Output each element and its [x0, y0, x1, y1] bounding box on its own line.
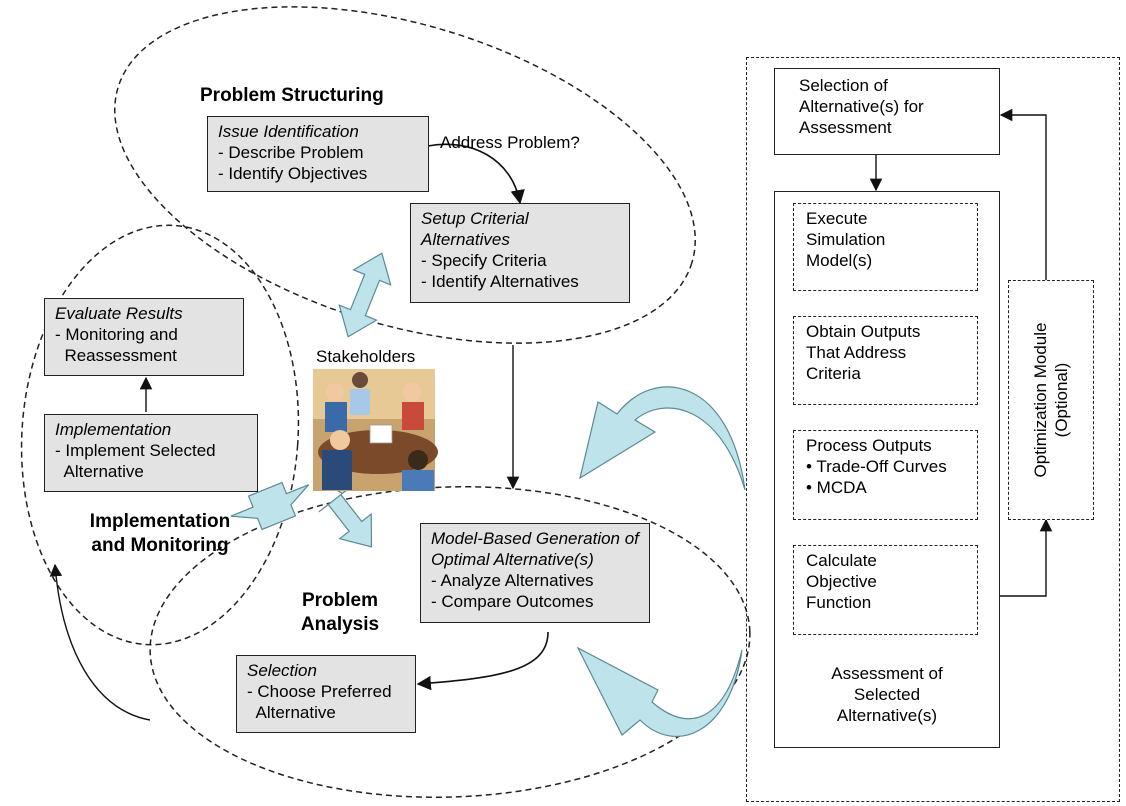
step-1-line-3: Model(s)	[806, 251, 873, 270]
arrow-assessment-to-optimization	[1000, 518, 1053, 597]
double-arrow-structuring-stakeholders	[338, 252, 392, 338]
stakeholders-illustration	[313, 369, 438, 491]
problem-analysis-heading-line-1: Problem	[301, 590, 379, 611]
obtain-outputs-box: Obtain Outputs That Address Criteria	[793, 316, 978, 405]
selection-assessment-line-1: Selection of	[799, 76, 888, 95]
step-3-line-2: • Trade-Off Curves	[806, 457, 947, 476]
setup-criteria-title-1: Setup Criterial	[421, 209, 529, 228]
model-based-line-1: - Analyze Alternatives	[431, 571, 594, 590]
arrow-analysis-to-implementation	[49, 563, 151, 721]
implementation-monitoring-heading: Implementation and Monitoring	[65, 510, 255, 558]
problem-structuring-heading: Problem Structuring	[200, 85, 384, 106]
double-arrow-stakeholders-analysis	[318, 478, 373, 548]
step-1-line-2: Simulation	[806, 230, 886, 249]
step-4-line-1: Calculate	[806, 551, 877, 570]
optimization-line-1: Optimization Module	[1031, 322, 1050, 478]
assessment-caption-line-3: Alternative(s)	[836, 706, 938, 725]
implementation-heading-line-2: and Monitoring	[91, 535, 229, 556]
issue-identification-line-2: - Identify Objectives	[218, 164, 368, 183]
selection-title: Selection	[247, 661, 317, 680]
curved-arrow-lower	[576, 646, 743, 737]
model-based-title-1: Model-Based Generation of	[431, 529, 639, 548]
step-2-line-2: That Address	[806, 343, 907, 362]
selection-assessment-line-3: Assessment	[799, 118, 892, 137]
setup-criteria-line-2: - Identify Alternatives	[421, 272, 579, 291]
step-2-line-3: Criteria	[806, 364, 861, 383]
selection-line-2: Alternative	[247, 703, 336, 722]
setup-criteria-title-2: Alternatives	[421, 230, 510, 249]
setup-criteria-box: Setup Criterial Alternatives - Specify C…	[410, 203, 630, 303]
arrow-address-problem	[427, 143, 525, 205]
step-3-line-1: Process Outputs	[806, 436, 932, 455]
evaluate-results-box: Evaluate Results - Monitoring and Reasse…	[44, 298, 244, 376]
problem-analysis-ellipse	[149, 485, 751, 799]
selection-box: Selection - Choose Preferred Alternative	[236, 655, 416, 733]
implementation-ellipse	[20, 224, 300, 646]
optimization-module-label: Optimization Module (Optional)	[1030, 280, 1072, 520]
optimization-line-2: (Optional)	[1052, 362, 1071, 438]
setup-criteria-line-1: - Specify Criteria	[421, 251, 547, 270]
double-arrow-stakeholders-implementation	[230, 481, 310, 531]
calculate-objective-box: Calculate Objective Function	[793, 545, 978, 635]
curved-arrow-upper	[579, 386, 746, 491]
implementation-line-1: - Implement Selected	[55, 441, 216, 460]
step-2-line-1: Obtain Outputs	[806, 322, 921, 341]
problem-analysis-heading: Problem Analysis	[290, 589, 390, 637]
assessment-caption-line-2: Selected	[853, 685, 921, 704]
issue-identification-line-1: - Describe Problem	[218, 143, 364, 162]
model-based-title-2: Optimal Alternative(s)	[431, 550, 594, 569]
selection-for-assessment-box: Selection of Alternative(s) for Assessme…	[774, 68, 1000, 155]
implementation-line-2: Alternative	[55, 462, 144, 481]
process-outputs-box: Process Outputs • Trade-Off Curves • MCD…	[793, 430, 978, 520]
execute-simulation-box: Execute Simulation Model(s)	[793, 203, 978, 291]
selection-line-1: - Choose Preferred	[247, 682, 392, 701]
step-4-line-3: Function	[806, 593, 872, 612]
arrow-model-to-selection	[416, 631, 549, 691]
step-1-line-1: Execute	[806, 209, 868, 228]
step-3-line-3: • MCDA	[806, 478, 867, 497]
arrow-optimization-to-selection	[999, 108, 1047, 280]
address-problem-label: Address Problem?	[440, 133, 580, 152]
problem-analysis-heading-line-2: Analysis	[300, 614, 380, 635]
implementation-title: Implementation	[55, 420, 172, 439]
evaluate-results-title: Evaluate Results	[55, 304, 183, 323]
evaluate-results-line-2: Reassessment	[55, 346, 177, 365]
implementation-heading-line-1: Implementation	[89, 511, 231, 532]
step-4-line-2: Objective	[806, 572, 877, 591]
assessment-panel-frame	[746, 57, 1120, 802]
model-based-line-2: - Compare Outcomes	[431, 592, 594, 611]
optimization-module-box	[1008, 280, 1094, 520]
implementation-box: Implementation - Implement Selected Alte…	[44, 414, 258, 492]
issue-identification-title: Issue Identification	[218, 122, 359, 141]
assessment-caption: Assessment of Selected Alternative(s)	[774, 663, 1000, 726]
stakeholders-label: Stakeholders	[316, 347, 416, 366]
issue-identification-box: Issue Identification - Describe Problem …	[207, 116, 429, 192]
assessment-caption-line-1: Assessment of	[831, 664, 943, 683]
evaluate-results-line-1: - Monitoring and	[55, 325, 178, 344]
model-based-generation-box: Model-Based Generation of Optimal Altern…	[420, 523, 650, 623]
selection-assessment-line-2: Alternative(s) for	[799, 97, 924, 116]
